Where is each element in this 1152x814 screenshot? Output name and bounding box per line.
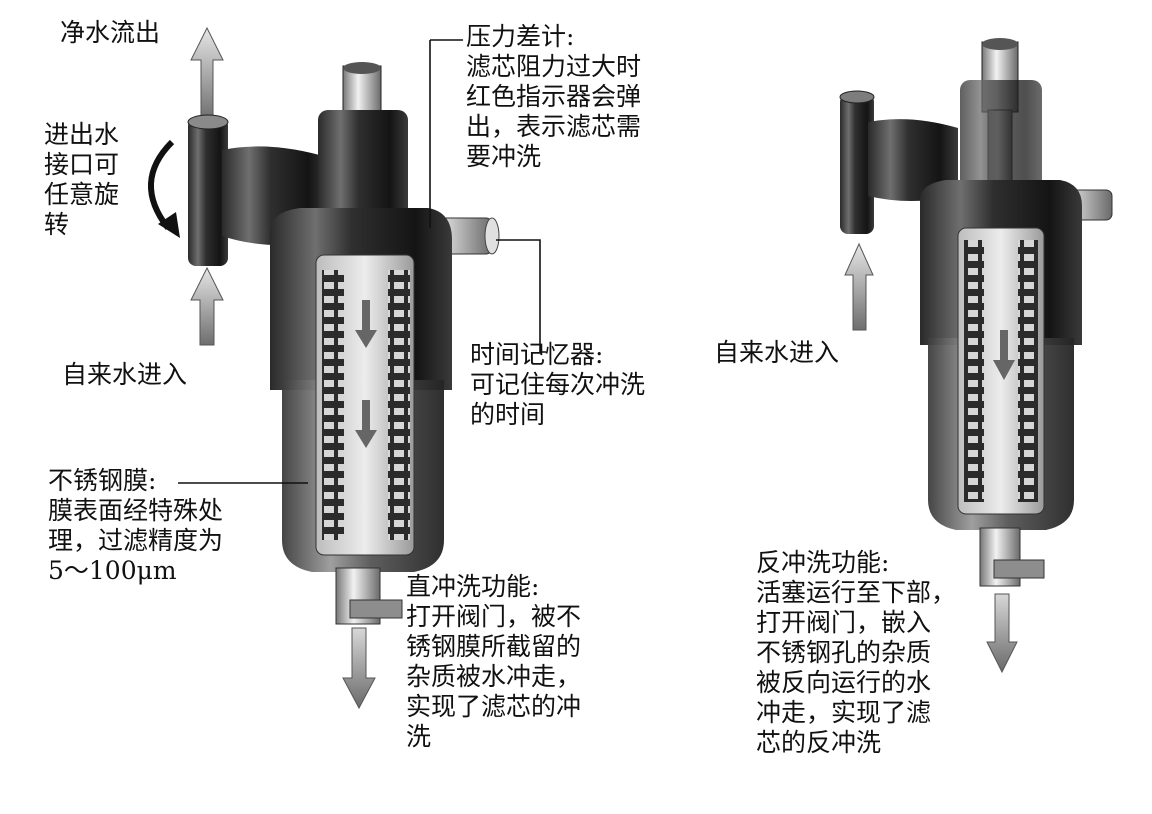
rotate-label: 进出水 接口可 任意旋 转 [44,120,120,239]
inlet-up-arrow [190,266,224,346]
left-inlet-pipe [188,118,228,266]
outlet-up-arrow [190,26,224,121]
time-memory-label: 时间记忆器: 可记住每次冲洗 的时间 [470,340,646,429]
left-mesh-right [388,270,410,540]
right-inlet-pipe [840,94,874,234]
left-head-cap [318,110,408,220]
back-flush-label: 反冲洗功能: 活塞运行至下部， 打开阀门，嵌入 不锈钢孔的杂质 被反向运行的水 … [756,548,957,757]
direct-flush-label: 直冲洗功能: 打开阀门，被不 锈钢膜所截留的 杂质被水冲走， 实现了滤芯的冲 洗 [406,572,582,751]
right-inlet-label: 自来水进入 [714,338,840,367]
right-inlet-up-arrow [844,242,874,331]
pressure-gauge-label: 压力差计: 滤芯阻力过大时 红色指示器会弹 出，表示滤芯需 要冲洗 [466,22,642,171]
right-filter-unit [839,38,1113,674]
left-mesh-left [322,270,344,540]
right-head-cap [960,80,1042,200]
inlet-label: 自来水进入 [62,360,188,389]
left-leader-lines [178,39,546,484]
outlet-label: 净水流出 [60,18,161,47]
left-filter-unit [147,26,500,710]
rotate-arrow [147,139,175,230]
right-drain-down-arrow [986,593,1018,674]
membrane-label: 不锈钢膜: 膜表面经特殊处 理，过滤精度为 5～100μm [48,466,224,585]
drain-down-arrow [342,627,376,710]
